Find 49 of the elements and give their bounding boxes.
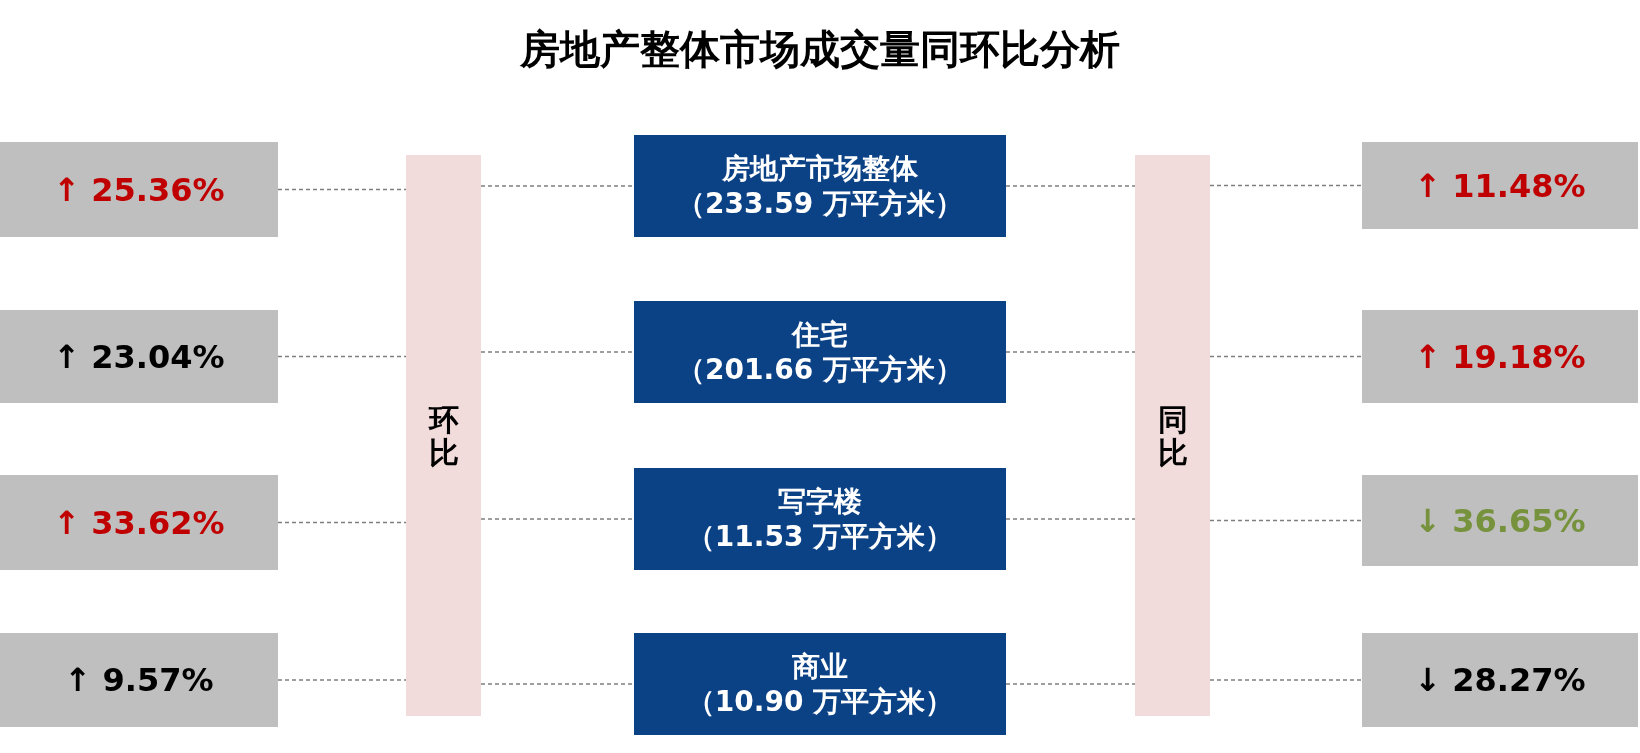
- percentage-box: [1362, 475, 1638, 566]
- dashed-connector: [1005, 185, 1136, 187]
- dashed-connector: [277, 679, 407, 681]
- node-label: 写字楼: [778, 484, 862, 519]
- percentage-box: [0, 475, 278, 570]
- dashed-connector: [277, 521, 407, 524]
- category-box: [634, 633, 1006, 735]
- dashed-connector: [1209, 184, 1363, 187]
- dashed-connector: [1005, 683, 1136, 685]
- category-box: [634, 135, 1006, 237]
- dashed-connector: [277, 188, 407, 191]
- percentage-box: [0, 310, 278, 403]
- dashed-connector: [480, 518, 635, 520]
- node-label: ↑ 23.04%: [53, 337, 225, 376]
- category-box: [634, 468, 1006, 570]
- dashed-connector: [1005, 351, 1136, 353]
- percentage-box: [1362, 310, 1638, 403]
- node-label: ↓ 36.65%: [1414, 501, 1586, 540]
- dashed-connector: [480, 351, 635, 353]
- node-subtext: （233.59 万平方米）: [677, 186, 963, 221]
- node-label: ↓ 28.27%: [1414, 661, 1586, 699]
- node-label: 环比: [428, 402, 459, 469]
- node-label: 房地产市场整体: [722, 151, 918, 186]
- diagram-title: 房地产整体市场成交量同环比分析: [519, 25, 1121, 74]
- dashed-connector: [1005, 518, 1136, 520]
- dashed-connector: [1209, 679, 1363, 681]
- dashed-connector: [480, 683, 635, 685]
- node-label: ↑ 19.18%: [1414, 337, 1586, 376]
- node-label: 商业: [792, 649, 848, 684]
- node-label: 住宅: [792, 317, 848, 352]
- label-bar: [1135, 155, 1210, 716]
- node-subtext: （11.53 万平方米）: [686, 519, 954, 554]
- dashed-connector: [480, 185, 635, 187]
- node-label: 同比: [1157, 402, 1188, 469]
- percentage-box: [0, 633, 278, 727]
- dashed-connector: [1209, 355, 1363, 358]
- node-subtext: （201.66 万平方米）: [677, 352, 963, 387]
- label-bar: [406, 155, 481, 716]
- category-box: [634, 301, 1006, 403]
- dashed-connector: [1209, 519, 1363, 522]
- percentage-box: [1362, 142, 1638, 229]
- percentage-box: [0, 142, 278, 237]
- node-subtext: （10.90 万平方米）: [686, 684, 954, 719]
- dashed-connector: [277, 355, 407, 358]
- percentage-box: [1362, 633, 1638, 727]
- node-label: ↑ 9.57%: [64, 661, 214, 699]
- node-label: ↑ 25.36%: [53, 170, 225, 209]
- node-label: ↑ 11.48%: [1414, 166, 1586, 205]
- node-label: ↑ 33.62%: [53, 503, 225, 542]
